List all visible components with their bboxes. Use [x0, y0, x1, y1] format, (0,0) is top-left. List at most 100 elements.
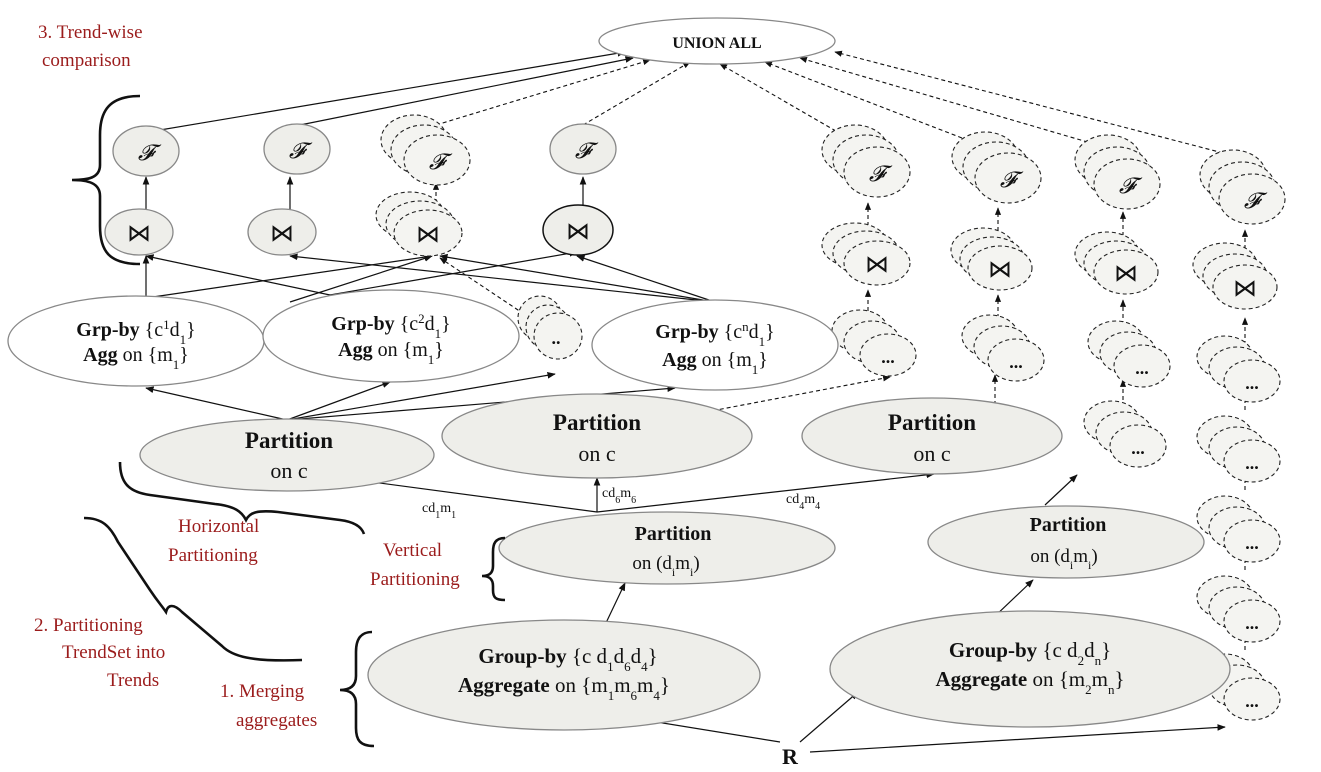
join-node-4: ⋈ — [542, 204, 614, 256]
ellipsis-shape — [533, 312, 583, 360]
join-symbol: ⋈ — [270, 221, 294, 247]
ellipsis-shape — [859, 333, 917, 377]
edge-vpart-to-hpart1 — [356, 477, 598, 513]
groupby-line-2: Agg on {m1} — [338, 339, 444, 367]
join-node-2: ⋈ — [247, 208, 317, 256]
partition-subtitle: on c — [270, 458, 308, 483]
annotation-vertical: Vertical Partitioning — [370, 540, 460, 590]
ellipsis-shape — [1113, 344, 1171, 388]
ellipsis-label: ... — [1245, 373, 1259, 393]
join-node-1: ⋈ — [104, 208, 174, 256]
function-shape — [1218, 173, 1286, 225]
edge-s4-to-union — [834, 50, 1251, 161]
join-shape — [247, 208, 317, 256]
annotation-line: aggregates — [236, 710, 317, 731]
join-symbol: ⋈ — [1233, 276, 1257, 302]
function-shape — [974, 152, 1042, 204]
join-shape — [1212, 264, 1278, 310]
partition-subtitle: on c — [913, 441, 951, 466]
merge-shape — [367, 619, 761, 731]
union-all-label: UNION ALL — [672, 35, 761, 52]
ellipsis-label: ... — [1245, 613, 1259, 633]
edge-grp2-to-join2 — [289, 255, 433, 303]
edge-vpart2-up — [1044, 474, 1078, 506]
groupby-shape — [591, 299, 839, 391]
join-symbol: ⋈ — [566, 219, 590, 245]
groupby-line-2: Agg on {m1} — [662, 349, 768, 377]
ellipsis-shape — [987, 338, 1045, 382]
groupby-line-1: Grp-by {c2d1} — [331, 311, 450, 341]
edge-s3-to-union — [799, 56, 1109, 149]
annotation-trend-wise: 3. Trend-wise comparison — [38, 22, 143, 71]
partition-subtitle: on c — [578, 441, 616, 466]
ellipsis-label: ... — [1131, 438, 1145, 458]
merge-node-1: Group-by {c d1d6d4} Aggregate on {m1m6m4… — [367, 619, 761, 731]
brace-partitioning — [83, 516, 303, 662]
edge-f4-to-union — [582, 61, 691, 126]
partition-subtitle: on (dimi) — [1030, 546, 1097, 572]
annotation-line: Trends — [107, 670, 159, 691]
ellipsis-label: ... — [881, 347, 895, 367]
function-shape — [263, 123, 331, 175]
edge-hpart-to-grp3 — [286, 385, 676, 421]
h-partition-3: Partition on c — [801, 397, 1063, 475]
annotation-line: TrendSet into — [62, 642, 165, 663]
partition-subtitle: on (dimi) — [632, 553, 699, 579]
groupby-node-2: Grp-by {c2d1} Agg on {m1} — [262, 289, 520, 383]
edge-grp3-to-join3 — [439, 253, 716, 303]
ellipsis-shape — [1109, 424, 1167, 468]
groupby-node-3: Grp-by {cnd1} Agg on {m1} — [591, 299, 839, 391]
partition-title: Partition — [245, 428, 333, 453]
join-node-3-stack: ⋈ — [375, 191, 463, 257]
h-partition-1: Partition on c — [139, 418, 435, 492]
edge-f1-to-union — [159, 49, 626, 131]
annotation-line: Partitioning — [370, 569, 460, 590]
join-shape — [393, 209, 463, 257]
brace-merging — [339, 630, 375, 748]
function-node-4: 𝓕 — [549, 123, 617, 175]
ellipsis-label: ... — [1245, 533, 1259, 553]
edge-grp2-to-join1 — [145, 254, 331, 296]
ellipsis-label: ... — [1245, 691, 1259, 711]
merge-line-1: Group-by {c d2dn} — [949, 638, 1111, 668]
join-symbol: ⋈ — [127, 221, 151, 247]
ellipsis-label: .. — [552, 328, 561, 348]
ellipsis-label: ... — [1245, 453, 1259, 473]
stack-column-2: 𝓕 ⋈ ... — [950, 131, 1045, 382]
function-shape — [843, 146, 911, 198]
partition-shape — [139, 418, 435, 492]
function-shape — [549, 123, 617, 175]
join-nodes: ⋈ ⋈ ⋈ ⋈ — [104, 191, 614, 257]
groupby-line-2: Agg on {m1} — [83, 344, 189, 372]
join-symbol: ⋈ — [416, 222, 440, 248]
merge-line-2: Aggregate on {m1m6m4} — [458, 673, 670, 703]
partition-shape — [927, 505, 1205, 579]
union-all-node: UNION ALL — [598, 17, 836, 65]
annotation-line: Horizontal — [178, 516, 259, 537]
join-symbol: ⋈ — [988, 257, 1012, 283]
annotation-partitioning: 2. Partitioning TrendSet into Trends — [34, 615, 165, 691]
ellipsis-shape — [1223, 359, 1281, 403]
join-symbol: ⋈ — [1114, 261, 1138, 287]
partition-title: Partition — [1030, 514, 1107, 536]
v-partition-2: Partition on (dimi) — [927, 505, 1205, 579]
edge-vpart-to-hpart3 — [596, 471, 935, 513]
merge-shape — [829, 610, 1231, 728]
annotation-line: 1. Merging — [220, 681, 305, 702]
groupby-node-1: Grp-by {c1d1} Agg on {m1} — [7, 295, 265, 387]
merge-line-1: Group-by {c d1d6d4} — [478, 644, 657, 674]
edge-f3-to-union — [435, 59, 651, 126]
edge-label-3: cd4m4 — [786, 492, 820, 512]
join-shape — [1093, 249, 1159, 295]
groupby-line-1: Grp-by {c1d1} — [76, 317, 195, 347]
join-shape — [542, 204, 614, 256]
edge-r-to-stack — [809, 724, 1226, 753]
edge-s2-to-union — [764, 61, 976, 144]
partition-shape — [441, 393, 753, 479]
annotation-line: Vertical — [383, 540, 442, 561]
partition-shape — [801, 397, 1063, 475]
ellipsis-label: ... — [1135, 358, 1149, 378]
ellipsis-label: ... — [1009, 352, 1023, 372]
